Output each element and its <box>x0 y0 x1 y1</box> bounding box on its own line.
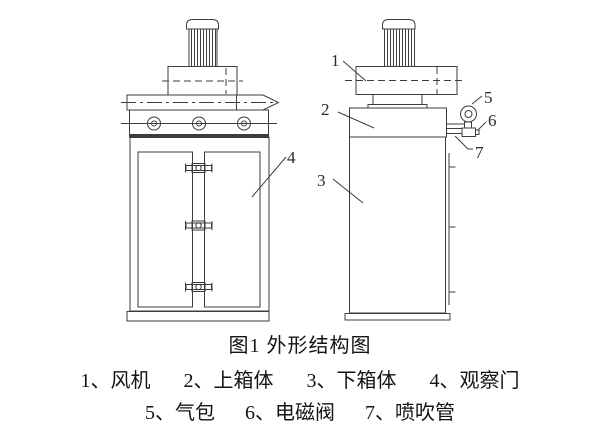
door-latch <box>185 163 213 173</box>
top-plate <box>126 94 280 111</box>
structure-diagram: 4 <box>121 19 497 322</box>
solenoid-valve <box>461 127 480 137</box>
door-latch <box>185 220 213 231</box>
door-latch <box>185 282 213 292</box>
leader-line-7 <box>454 135 473 150</box>
motor-fins <box>191 29 216 67</box>
side-view: 1 2 3 5 6 7 <box>317 19 497 321</box>
base-front <box>126 311 270 322</box>
leader-line-6 <box>477 121 487 131</box>
air-bag <box>460 105 477 129</box>
neck-flange <box>367 104 428 109</box>
callout-2: 2 <box>321 100 330 119</box>
bolt <box>237 116 251 131</box>
motor-fins-side <box>387 29 412 67</box>
divider-bar <box>129 134 269 138</box>
leader-line-4 <box>251 156 287 198</box>
door-right <box>204 151 261 308</box>
callout-6: 6 <box>488 111 497 130</box>
motor-cap-side <box>382 19 416 30</box>
leader-line-1 <box>342 60 367 82</box>
leader-line-5 <box>471 95 483 105</box>
callout-1: 1 <box>331 51 340 70</box>
callout-3: 3 <box>317 171 326 190</box>
bolt <box>192 116 206 131</box>
upper-box <box>349 107 447 138</box>
lower-box <box>349 136 446 314</box>
leader-line-3 <box>332 178 364 204</box>
neck <box>372 94 423 105</box>
base-side <box>344 313 451 321</box>
leader-line-2 <box>337 111 375 129</box>
blow-pipe-lines <box>446 123 464 134</box>
motor-cap <box>186 19 219 30</box>
legend-item-fan: 1、风机 <box>80 370 151 392</box>
legend-item-blow-pipe: 7、喷吹管 <box>365 402 455 424</box>
legend-row-2: 5、气包 6、电磁阀 7、喷吹管 <box>0 399 600 427</box>
figure-caption: 图1 外形结构图 <box>228 335 372 357</box>
front-view: 4 <box>121 19 296 322</box>
legend-item-air-bag: 5、气包 <box>145 402 215 424</box>
callout-4: 4 <box>287 148 296 167</box>
legend-item-observation-door: 4、观察门 <box>429 370 520 392</box>
legend-item-lower-box: 3、下箱体 <box>306 370 397 392</box>
callout-5: 5 <box>484 88 493 107</box>
bolt <box>147 116 161 131</box>
legend-item-solenoid-valve: 6、电磁阀 <box>245 402 335 424</box>
legend-item-upper-box: 2、上箱体 <box>183 370 274 392</box>
bolt-strip <box>129 109 269 135</box>
callout-7: 7 <box>475 143 484 162</box>
legend-row-1: 1、风机 2、上箱体 3、下箱体 4、观察门 <box>0 367 600 395</box>
door-left <box>137 151 193 308</box>
